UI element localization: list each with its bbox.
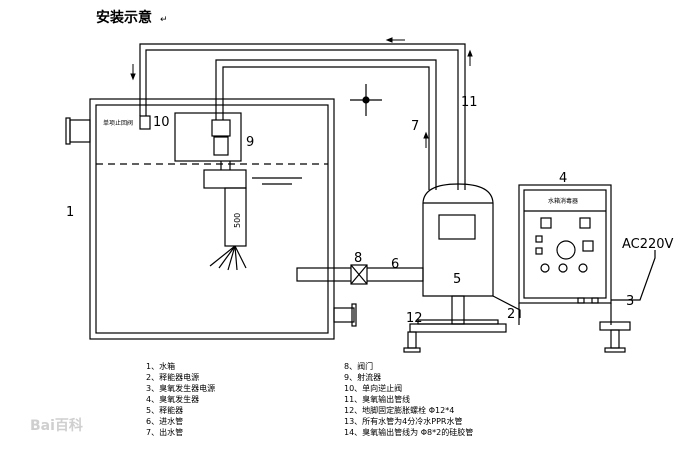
diffuser-text: 500 [233,213,242,228]
label-7: 7 [411,119,419,134]
label-2: 2 [507,307,515,322]
svg-text:2、释能器电源: 2、释能器电源 [146,372,199,382]
label-1: 1 [66,205,74,220]
label-9: 9 [246,135,254,150]
label-5: 5 [453,272,461,287]
power-label: AC220V [622,237,674,252]
label-11: 11 [461,95,478,110]
svg-text:1、水箱: 1、水箱 [146,361,175,371]
releaser-base [409,323,507,333]
watermark: Bai百科 [30,417,83,434]
svg-text:10、单向逆止阀: 10、单向逆止阀 [344,383,402,393]
check-valve-tag: 单项止回阀 [103,119,133,127]
svg-text:4、臭氧发生器: 4、臭氧发生器 [146,394,199,404]
svg-text:14、臭氧输出管线为 Φ8*2的硅胶管: 14、臭氧输出管线为 Φ8*2的硅胶管 [344,427,473,437]
svg-text:7、出水管: 7、出水管 [146,427,183,437]
legend-left: 1、水箱 2、释能器电源 3、臭氧发生器电源 4、臭氧发生器 5、释能器 6、进… [146,361,215,437]
label-12: 12 [406,311,423,326]
svg-text:6、进水管: 6、进水管 [146,416,183,426]
water-tank [89,98,335,340]
check-valve [139,115,151,130]
label-6: 6 [391,257,399,272]
label-3: 3 [626,294,634,309]
svg-text:12、地脚固定膨胀螺栓 Φ12*4: 12、地脚固定膨胀螺栓 Φ12*4 [344,405,454,415]
svg-text:9、射流器: 9、射流器 [344,372,381,382]
label-10: 10 [153,115,170,130]
power-line [611,250,656,301]
page-title: 安装示意 [96,9,152,26]
svg-text:8、阀门: 8、阀门 [344,361,373,371]
ozone-output-line [139,43,466,190]
svg-text:11、臭氧输出管线: 11、臭氧输出管线 [344,394,410,404]
label-8: 8 [354,251,362,266]
svg-text:13、所有水管为4分冷水PPR水管: 13、所有水管为4分冷水PPR水管 [344,416,462,426]
tank-side-pipe [69,119,91,143]
svg-text:5、释能器: 5、释能器 [146,405,183,415]
ejector-box [174,112,242,162]
label-4: 4 [559,171,567,186]
outlet-pipe [215,59,437,190]
ozone-generator [518,184,612,304]
machine-panel-title: 水箱消毒器 [548,197,578,205]
legend-right: 8、阀门 9、射流器 10、单向逆止阀 11、臭氧输出管线 12、地脚固定膨胀螺… [344,361,473,437]
svg-text:↵: ↵ [160,15,168,25]
svg-text:3、臭氧发生器电源: 3、臭氧发生器电源 [146,383,215,393]
